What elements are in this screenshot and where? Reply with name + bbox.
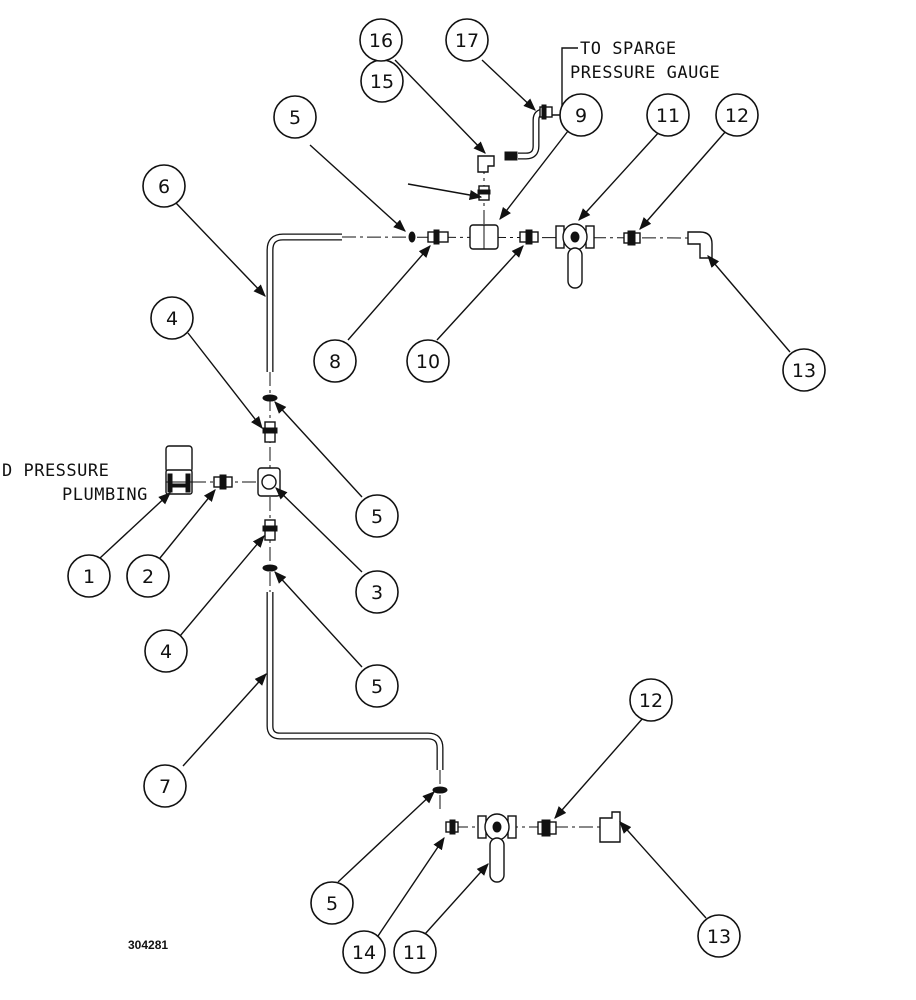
svg-text:13: 13 (792, 360, 816, 382)
elbow-16 (477, 151, 518, 173)
callout-8: 8 (313, 339, 357, 383)
svg-text:13: 13 (707, 926, 731, 948)
callout-13-upper: 13 (782, 348, 826, 392)
tee-fitting-3 (257, 467, 281, 497)
callout-5-top: 5 (273, 95, 317, 139)
nipple-fitting-2 (213, 474, 233, 490)
callout-6: 6 (142, 164, 186, 208)
callout-12-upper: 12 (715, 93, 759, 137)
upper-pipe (266, 233, 342, 372)
solenoid-valve (165, 445, 193, 495)
ball-valve-upper (555, 223, 595, 289)
lower-pipe (266, 592, 444, 770)
fitting-15 (477, 185, 491, 201)
callout-5-bottom: 5 (310, 881, 354, 925)
svg-text:5: 5 (371, 506, 383, 528)
elbow-14 (445, 819, 459, 835)
elbow-13-upper (687, 231, 713, 259)
note-left: D PRESSURE PLUMBING (2, 461, 148, 505)
svg-text:5: 5 (289, 107, 301, 129)
svg-text:4: 4 (160, 641, 172, 663)
fitting-4-upper (262, 421, 278, 443)
callouts: 1 2 3 4 4 5 5 5 5 5 6 7 8 9 10 11 11 12 … (67, 18, 826, 974)
svg-text:7: 7 (159, 776, 171, 798)
svg-text:4: 4 (166, 308, 178, 330)
fitting-12-lower (537, 819, 557, 837)
callout-17: 17 (445, 18, 489, 62)
callout-4-upper: 4 (150, 296, 194, 340)
svg-text:11: 11 (403, 942, 427, 964)
svg-text:12: 12 (725, 105, 749, 127)
leader-lines (99, 47, 791, 937)
svg-text:16: 16 (369, 30, 393, 52)
svg-text:6: 6 (158, 176, 170, 198)
svg-text:11: 11 (656, 105, 680, 127)
ball-valve-lower (477, 813, 517, 883)
callout-13-lower: 13 (697, 914, 741, 958)
fitting-17 (539, 104, 553, 120)
note-left-line2: PLUMBING (62, 485, 148, 505)
svg-text:8: 8 (329, 351, 341, 373)
note-right-line2: PRESSURE GAUGE (570, 63, 720, 83)
figure-number: 304281 (128, 938, 168, 952)
callout-2: 2 (126, 554, 170, 598)
svg-text:5: 5 (371, 676, 383, 698)
svg-text:12: 12 (639, 690, 663, 712)
svg-text:2: 2 (142, 566, 154, 588)
callout-1: 1 (67, 554, 111, 598)
svg-text:5: 5 (326, 893, 338, 915)
note-left-line1: D PRESSURE (2, 461, 109, 481)
callout-16: 16 (359, 18, 403, 62)
fitting-4-lower (262, 519, 278, 541)
svg-text:14: 14 (352, 942, 376, 964)
fitting-8 (427, 229, 449, 245)
clamps-5 (262, 231, 448, 794)
note-right-line1: TO SPARGE (580, 39, 677, 59)
callout-5-mid: 5 (355, 494, 399, 538)
svg-text:9: 9 (575, 105, 587, 127)
note-right: TO SPARGE PRESSURE GAUGE (570, 39, 720, 83)
svg-text:10: 10 (416, 351, 440, 373)
fitting-10 (519, 229, 539, 245)
svg-text:15: 15 (370, 71, 394, 93)
callout-4-lower: 4 (144, 629, 188, 673)
svg-text:1: 1 (83, 566, 95, 588)
callout-9: 9 (559, 93, 603, 137)
callout-7: 7 (143, 764, 187, 808)
callout-11-upper: 11 (646, 93, 690, 137)
callout-11-lower: 11 (393, 930, 437, 974)
callout-3: 3 (355, 570, 399, 614)
tee-fitting-9 (469, 224, 499, 250)
fitting-12-upper (623, 230, 641, 246)
callout-10: 10 (406, 339, 450, 383)
sparge-tube (518, 108, 545, 160)
elbow-13-lower (599, 811, 621, 843)
callout-12-lower: 12 (629, 678, 673, 722)
svg-text:3: 3 (371, 582, 383, 604)
callout-15: 15 (360, 59, 404, 103)
callout-5-lower: 5 (355, 664, 399, 708)
callout-14: 14 (342, 930, 386, 974)
svg-text:17: 17 (455, 30, 479, 52)
